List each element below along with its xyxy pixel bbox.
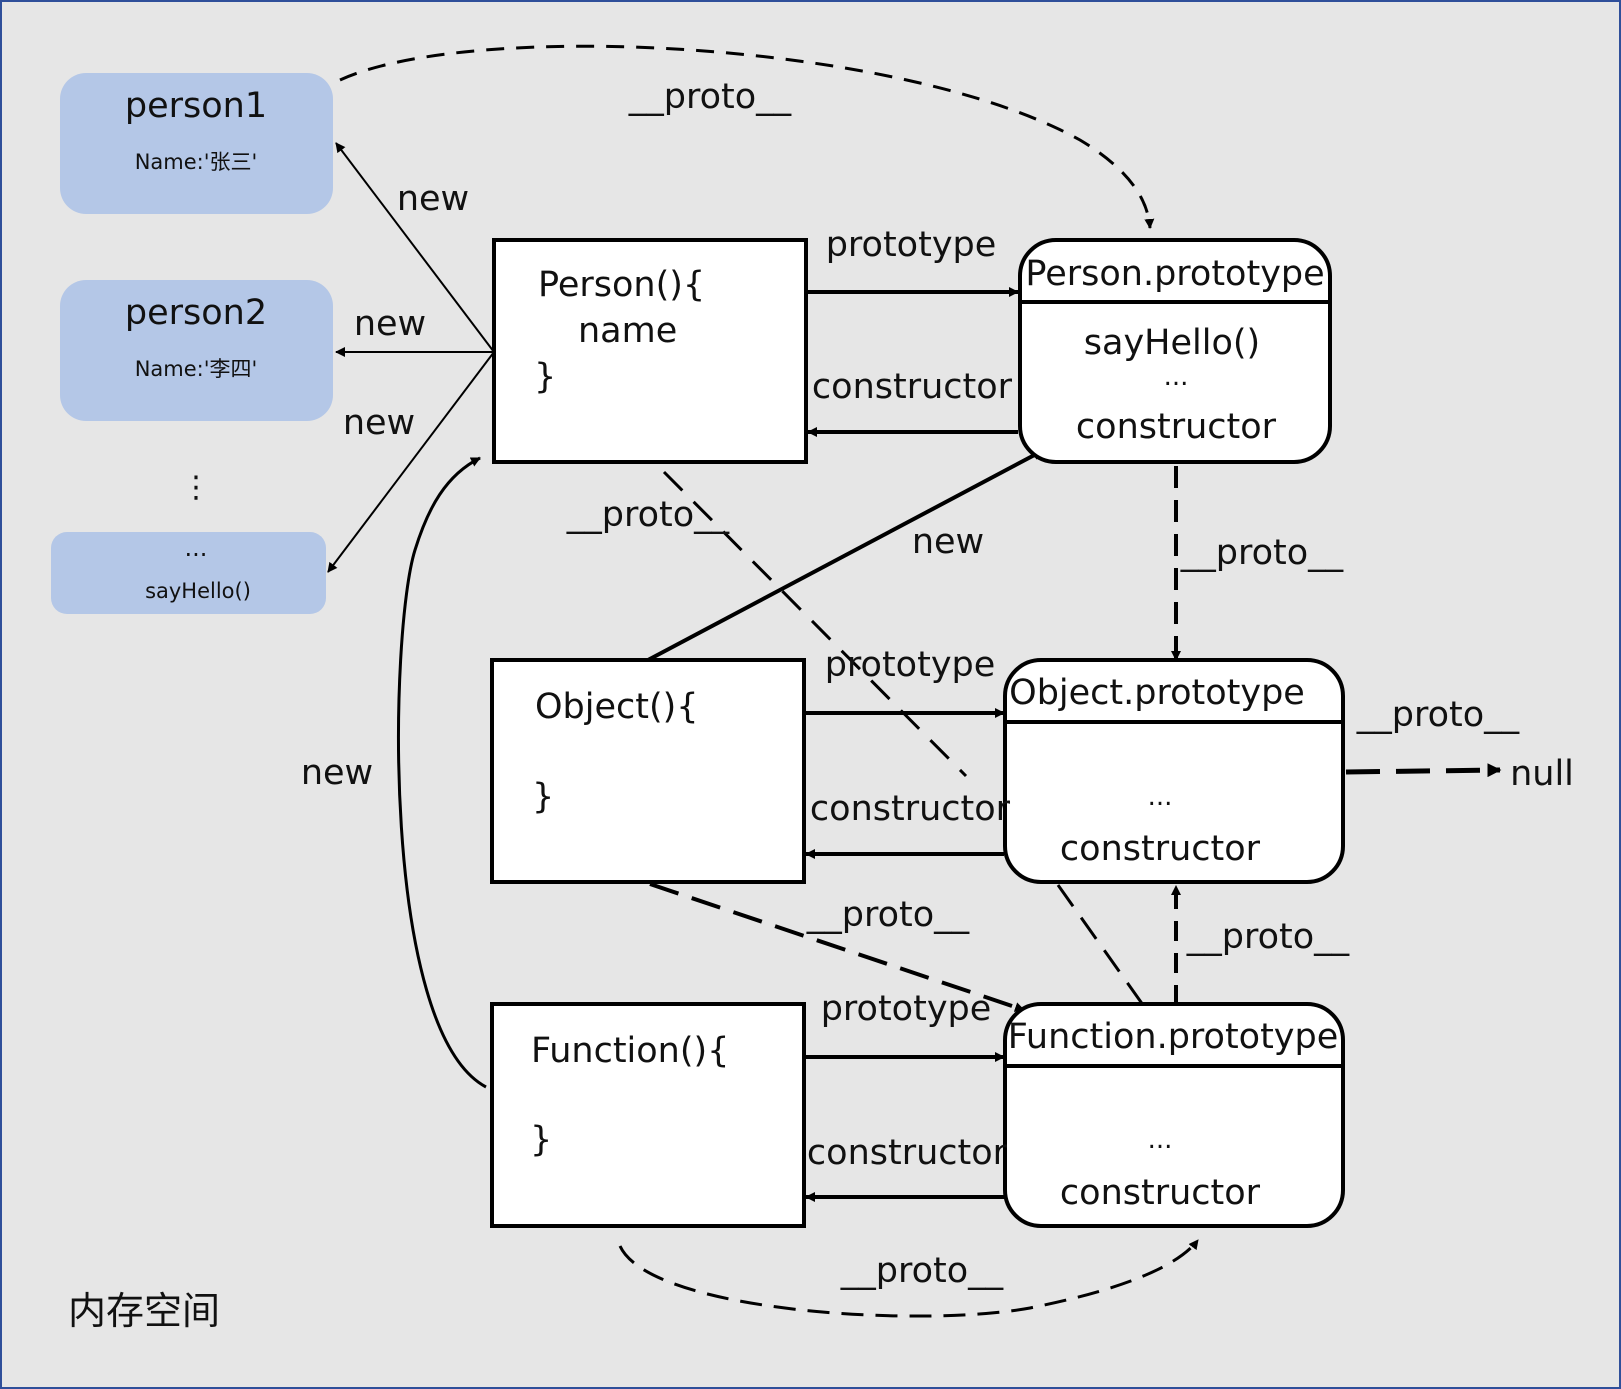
edge-op-fp-dashed [1056,884,1150,1013]
label-constructor-object: constructor [810,789,1011,829]
edge-person-proto-dashed [662,470,968,778]
label-prototype-function: prototype [821,989,992,1029]
constructor-person-line-2: name [578,311,677,351]
instance-person2-field: Name:'李四' [135,357,258,381]
prototype-function-box: Function.prototype ... constructor [1003,1002,1345,1228]
label-proto-top: __proto__ [628,77,792,117]
label-proto-fp-op: __proto__ [1186,917,1350,957]
label-proto-object-fp: __proto__ [806,895,970,935]
label-new-person1: new [397,179,469,219]
constructor-function-line-2: } [530,1120,552,1160]
label-prototype-person: prototype [826,225,997,265]
edge-new-person1 [335,142,495,353]
label-proto-person-mid: __proto__ [566,495,730,535]
instance-other: ... sayHello() [51,532,326,614]
instance-other-field: sayHello() [145,579,251,603]
edge-bottom-proto [618,1239,1200,1318]
edge-labels: __proto__ new new new prototype construc… [301,77,1574,1291]
edge-new-other [327,351,495,573]
prototype-person-line-1: sayHello() [1084,323,1260,363]
label-proto-pp-op: __proto__ [1180,533,1344,573]
prototype-person-box: Person.prototype sayHello() ... construc… [1018,238,1332,464]
constructor-person-line-3: } [534,357,556,397]
constructor-function-box: Function(){ } [490,1002,806,1228]
memory-space-caption: 内存空间 [68,1289,220,1333]
label-constructor-person: constructor [812,367,1013,407]
label-new-function: new [301,753,373,793]
label-proto-bottom: __proto__ [840,1251,1004,1291]
prototype-person-line-2: ... [1164,362,1189,392]
instance-person2: person2 Name:'李四' [60,280,333,421]
prototype-function-line-2: constructor [1060,1173,1261,1213]
instance-other-title: ... [185,534,208,562]
prototype-person-title: Person.prototype [1025,254,1324,294]
constructor-person-box: Person(){ name } [492,238,808,464]
instance-vertical-dots: ⋮ [181,470,211,505]
instance-person1: person1 Name:'张三' [60,73,333,214]
label-prototype-object: prototype [825,645,996,685]
instance-person2-title: person2 [125,293,267,333]
prototype-object-box: Object.prototype ... constructor [1003,658,1345,884]
prototype-function-title: Function.prototype [1008,1017,1339,1057]
prototype-person-line-3: constructor [1076,407,1277,447]
edge-new-object [647,449,1043,662]
edge-person1-proto [339,44,1155,229]
label-new-person2: new [354,304,426,344]
prototype-object-line-1: ... [1148,782,1173,812]
label-null: null [1510,754,1574,794]
label-constructor-function: constructor [807,1133,1008,1173]
label-new-other: new [343,403,415,443]
prototype-function-line-1: ... [1148,1125,1173,1155]
constructor-object-line-2: } [532,777,554,817]
label-new-object: new [912,522,984,562]
label-proto-op-null: __proto__ [1356,695,1520,735]
constructor-object-line-1: Object(){ [535,687,699,727]
instance-person1-field: Name:'张三' [135,150,258,174]
instance-person1-title: person1 [125,86,267,126]
edge-object-fp-proto [649,882,1025,1012]
prototype-object-title: Object.prototype [1009,673,1305,713]
constructor-function-line-1: Function(){ [531,1031,729,1071]
constructor-person-line-1: Person(){ [538,265,705,305]
edge-op-null [1345,763,1502,778]
edge-new-function [397,456,487,1089]
constructor-object-box: Object(){ } [490,658,806,884]
edges [327,44,1502,1318]
prototype-object-line-2: constructor [1060,829,1261,869]
